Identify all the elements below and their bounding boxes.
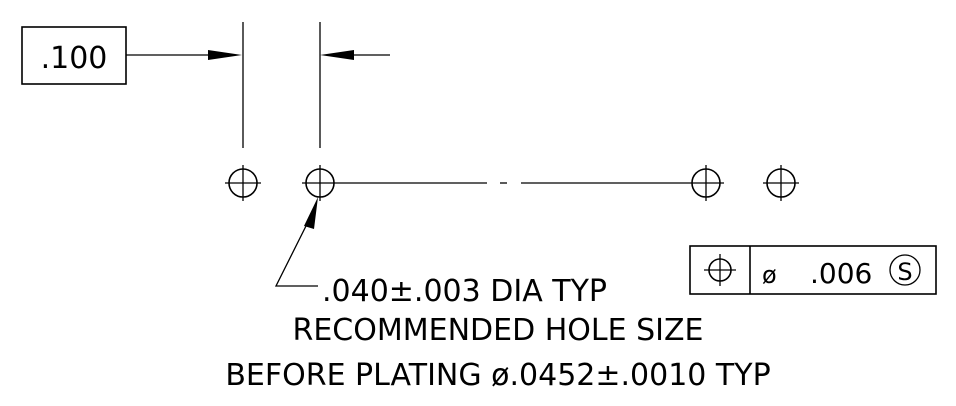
spacing-dimension-text: .100	[41, 41, 108, 76]
arrow-head-right	[208, 50, 242, 60]
hole-callout-leader	[274, 197, 318, 287]
hole-1	[225, 165, 261, 201]
hole-3	[688, 165, 724, 201]
fcf-outer-box	[689, 245, 937, 295]
feature-control-frame: ø .006 S	[689, 245, 937, 295]
hole-callout-text: .040±.003 DIA TYP	[322, 274, 607, 309]
spacing-dimension: .100	[21, 22, 390, 148]
fcf-tolerance: .006	[810, 257, 872, 290]
note-line-1: RECOMMENDED HOLE SIZE	[293, 313, 704, 348]
hole-2	[302, 165, 338, 201]
hole-row	[225, 165, 799, 201]
note-line-2: BEFORE PLATING ø.0452±.0010 TYP	[225, 358, 770, 393]
arrow-head-left	[320, 50, 354, 60]
fcf-diameter-symbol: ø	[762, 261, 777, 289]
position-symbol-icon	[704, 254, 736, 286]
callout-arrow-head	[304, 197, 318, 229]
hole-4	[763, 165, 799, 201]
callout-leader-line	[274, 205, 318, 287]
fcf-modifier: S	[897, 258, 912, 286]
rfs-modifier-icon: S	[889, 254, 921, 286]
